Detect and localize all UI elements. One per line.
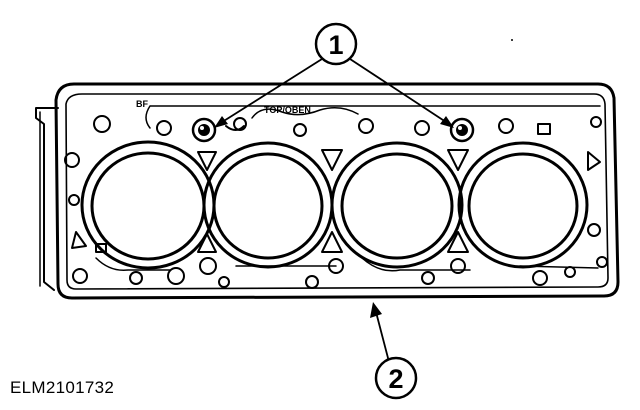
coolant-passage (321, 149, 343, 171)
cylinder-bores (80, 140, 589, 270)
cylinder-bore-1-outer (80, 140, 216, 270)
bolt-hole (328, 258, 344, 274)
bolt-hole (167, 267, 185, 285)
coolant-passage (447, 149, 469, 171)
cylinder-bore-2-inner (212, 152, 324, 260)
bolt-hole (72, 268, 88, 284)
cylinder-bore-3-outer (330, 141, 464, 269)
bolt-hole (218, 276, 230, 288)
bolt-hole (93, 115, 111, 133)
top-oben-stamp: TOP/OBEN (264, 105, 311, 115)
bolt-hole (68, 194, 80, 206)
bolt-hole (421, 271, 435, 285)
bolt-hole (64, 152, 80, 168)
bolt-hole (532, 270, 548, 286)
coolant-passage (71, 231, 87, 249)
bolt-hole (564, 266, 576, 278)
coolant-passage (197, 151, 217, 171)
gasket-callout-label: 2 (388, 364, 403, 394)
gasket-callout: 2 (370, 302, 418, 400)
coolant-passages (71, 149, 601, 253)
bolt-holes (64, 115, 608, 289)
bolt-hole (305, 275, 319, 289)
alignment-dowel-right (449, 117, 475, 143)
top-channel (145, 105, 601, 129)
dowel-callout-label: 1 (328, 30, 343, 60)
alignment-dowel-left (191, 117, 217, 143)
bolt-hole (156, 120, 172, 136)
gasket-inner-outline (65, 93, 609, 290)
bolt-hole (450, 258, 466, 274)
scan-speck (511, 39, 513, 41)
bolt-hole (590, 116, 602, 128)
gasket-outline (54, 82, 620, 300)
bolt-hole (498, 118, 514, 134)
oil-passage (95, 243, 107, 253)
cylinder-bore-3-inner (340, 152, 454, 260)
bolt-hole (587, 223, 601, 237)
coolant-passage (587, 151, 601, 171)
dowel-slot (225, 125, 245, 131)
cylinder-bore-2-outer (202, 141, 334, 269)
bolt-hole (596, 256, 608, 268)
bolt-hole (293, 123, 307, 137)
dowel-callout: 1 (214, 22, 454, 128)
coolant-passage (321, 231, 343, 253)
bolt-hole (199, 257, 217, 275)
cylinder-bore-4-inner (467, 152, 579, 260)
bf-stamp: BF (136, 99, 148, 109)
bolt-hole (358, 118, 374, 134)
coolant-passage (447, 231, 469, 253)
reference-code: ELM2101732 (10, 378, 115, 397)
cylinder-bore-1-inner (90, 151, 206, 261)
oil-passage (537, 123, 551, 135)
bolt-hole (129, 271, 143, 285)
coolant-passage (197, 233, 217, 253)
cylinder-bore-4-outer (457, 141, 589, 269)
bolt-hole (414, 120, 430, 136)
